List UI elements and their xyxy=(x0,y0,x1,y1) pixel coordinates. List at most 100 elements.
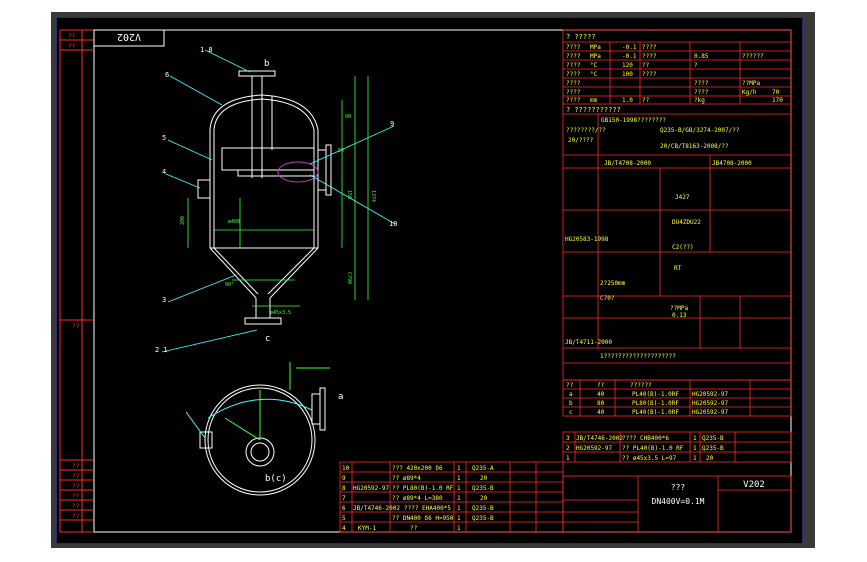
bomb-7-no: 4 xyxy=(342,525,346,532)
tech-note-6: JB/T4708-2000 xyxy=(604,160,651,167)
dim-90: 90 xyxy=(345,114,351,120)
tech-r4-c2: °C xyxy=(590,71,598,78)
tech-note-4: 20/???? xyxy=(568,137,594,144)
bomr-3-mat: 20 xyxy=(706,455,714,462)
tech-r7-c2: mm xyxy=(590,97,598,104)
tech-note-13: 2?250mm xyxy=(600,280,626,287)
tech-note-18: 1???????????????????? xyxy=(600,353,676,360)
tech-note-2: ????????/?? xyxy=(566,127,606,134)
tech-r3-c5: ? xyxy=(694,62,698,69)
bom-bottom-texts: 10 ??? 420x200 δ6 1 Q235-A 9 ?? ø89*4 1 … xyxy=(342,465,494,532)
dim-200: 200 xyxy=(180,216,186,225)
nozzle-a-mark: a xyxy=(569,391,573,398)
bomb-5-name: ???? EHA400*5 xyxy=(404,505,451,512)
bottom-flange xyxy=(244,317,282,325)
callout-2-1: 2 1 xyxy=(155,346,168,354)
tech-note-9: DU4ZDU22 xyxy=(672,219,701,226)
stamp-box xyxy=(93,29,165,47)
bomb-2-mat: 20 xyxy=(480,475,488,482)
tech-r3-c4: ?? xyxy=(642,62,650,69)
dim-nozzle: ø45x3.5 xyxy=(270,310,291,316)
callout-4: 4 xyxy=(162,168,166,176)
tech-table xyxy=(562,29,792,381)
bomb-7-name: ?? xyxy=(410,525,418,532)
tech-r6-c5: Kg/h xyxy=(742,89,757,96)
tech-r6-c1: ???? xyxy=(566,89,581,96)
tech-r4-c4: ???? xyxy=(642,71,657,78)
dim-150: 150 xyxy=(346,190,352,199)
callout-labels: 1 8 6 5 4 3 2 1 9 10 b c a b(c) xyxy=(155,46,397,484)
title-drawing-no: V202 xyxy=(743,480,765,490)
bomb-5-qty: 1 xyxy=(457,505,461,512)
plan-view-label: b(c) xyxy=(265,474,287,484)
nozzle-b-size: 80 xyxy=(597,400,605,407)
bomb-7-qty: 1 xyxy=(457,525,461,532)
tech-r4-c3: 100 xyxy=(622,71,633,78)
bomr-1-no: 3 xyxy=(566,435,570,442)
nozzle-h-std: ?????? xyxy=(630,382,652,389)
bomb-5-mat: Q235-B xyxy=(472,505,494,512)
bomb-5-no: 6 xyxy=(342,505,346,512)
dimension-lines xyxy=(187,76,369,307)
bomr-1-name: ???? CHB400*6 xyxy=(622,435,669,442)
left-lower-label-3: ?? xyxy=(72,473,80,480)
nozzle-a-mat: HG20592-97 xyxy=(692,391,729,398)
bomr-3-name: ?? ø45x3.5 L=97 xyxy=(622,455,677,462)
tech-note-11: C2(??) xyxy=(672,244,694,251)
bomb-3-no: 8 xyxy=(342,485,346,492)
tech-note-14: C70? xyxy=(600,295,615,302)
nozzle-table-texts: ?? ?? ?????? a 40 PL40(B)-1.0RF HG20592-… xyxy=(566,382,729,416)
tech-r2-c5: 0.85 xyxy=(694,53,709,60)
bomb-6-mat: Q235-B xyxy=(472,515,494,522)
callout-5: 5 xyxy=(162,134,166,142)
tech-note-16: 0.13 xyxy=(672,312,687,319)
tech-r7-c1: ???? xyxy=(566,97,581,104)
tech-r2-c2: MPa xyxy=(590,53,601,60)
bomb-6-name: ?? DN400 δ6 H=950 xyxy=(392,515,454,522)
bomb-3-std: HG20592-97 xyxy=(353,485,390,492)
dim-angle: 90° xyxy=(225,282,234,288)
bomr-3-no: 1 xyxy=(566,455,570,462)
left-lower-label-5: ?? xyxy=(72,493,80,500)
tech-r8-c4: ?kg xyxy=(694,97,705,104)
tech-r5-c1: ???? xyxy=(566,80,581,87)
tech-r2-c4: ???? xyxy=(642,53,657,60)
nozzle-c-mark: c xyxy=(569,409,573,416)
bomb-3-mat: Q235-B xyxy=(472,485,494,492)
tech-r2-c3: -0.1 xyxy=(622,53,637,60)
nozzle-b-mat: HG20592-97 xyxy=(692,400,729,407)
bom-right-table xyxy=(562,431,792,463)
bomr-2-std: HG20592-97 xyxy=(576,445,613,452)
bomb-2-name: ?? ø89*4 xyxy=(392,475,421,482)
left-label-1: ?? xyxy=(68,33,76,40)
bomb-6-no: 5 xyxy=(342,515,346,522)
nozzle-c-mat: HG20592-97 xyxy=(692,409,729,416)
tech-note-17: JB/T4711-2000 xyxy=(565,339,612,346)
top-head xyxy=(209,94,319,131)
left-lower-label-6: ?? xyxy=(72,503,80,510)
tech-r7-c3: 1.0 xyxy=(622,97,633,104)
tech-r3-c3: 120 xyxy=(622,62,633,69)
tech-note-7: JB4708-2000 xyxy=(712,160,752,167)
dim-diameter: ø400 xyxy=(228,219,240,225)
tech-header: ? ????? xyxy=(566,33,596,41)
tech-r5-c5: ??MPa xyxy=(742,80,760,87)
tech-r8-c5: 170 xyxy=(772,97,783,104)
tech-r7-c4: ?? xyxy=(642,97,650,104)
tech-table-texts: ? ????? ???? MPa -0.1 ???? ???? MPa -0.1… xyxy=(565,33,783,360)
tech-r3-c1: ???? xyxy=(566,62,581,69)
dim-height: 1374 xyxy=(370,190,376,202)
bomr-3-qty: 1 xyxy=(693,455,697,462)
left-lower-label-4: ?? xyxy=(72,483,80,490)
bomb-3-qty: 1 xyxy=(457,485,461,492)
bomb-2-no: 9 xyxy=(342,475,346,482)
tech-subheader: ? ??????????? xyxy=(566,106,621,114)
bomb-4-no: 7 xyxy=(342,495,346,502)
left-label-2: ?? xyxy=(68,43,76,50)
title-name: ??? xyxy=(671,483,686,492)
dimension-texts: ø400 ø45x3.5 90° 1374 150 200 C790 50 90 xyxy=(180,114,376,316)
tech-note-1: GB150-1998???????? xyxy=(601,117,666,124)
nozzle-c-size: 40 xyxy=(597,409,605,416)
bomb-6-qty: 1 xyxy=(457,515,461,522)
